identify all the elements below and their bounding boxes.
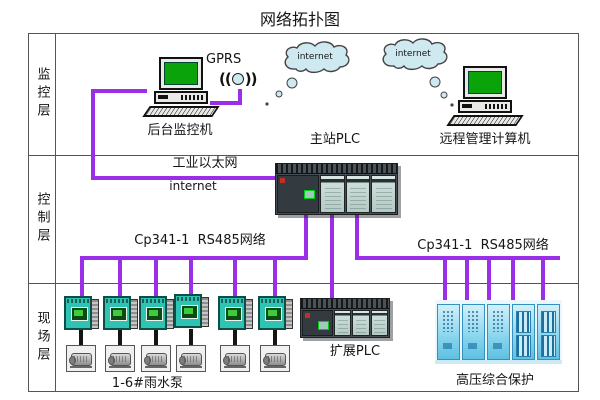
vfd-drive-1 bbox=[64, 296, 99, 332]
rs485-left-label: Cp341-1 RS485网络 bbox=[134, 233, 266, 248]
gprs-antenna-icon: (()) bbox=[219, 70, 257, 88]
plc-io-module bbox=[345, 175, 371, 213]
monitor-icon bbox=[159, 57, 203, 90]
pc-base bbox=[154, 91, 208, 104]
layer-column-divider bbox=[55, 33, 56, 392]
screen bbox=[468, 71, 502, 94]
cabinet-4 bbox=[512, 304, 535, 360]
plc-io-module bbox=[370, 310, 388, 336]
remote-pc-label: 远程管理计算机 bbox=[439, 132, 531, 147]
plc-io-module bbox=[320, 175, 345, 213]
vfd-drive-2 bbox=[103, 296, 138, 332]
backstage-pc bbox=[141, 57, 221, 117]
backstage-pc-label: 后台监控机 bbox=[147, 123, 213, 138]
vfd-display bbox=[71, 307, 88, 321]
cloud-left-label: internet bbox=[297, 52, 333, 62]
pump-motor-1 bbox=[66, 345, 96, 372]
vfd-display bbox=[146, 307, 163, 321]
layer-label-field: 现场层 bbox=[34, 311, 50, 365]
vfd-drive-3 bbox=[139, 296, 174, 332]
cabinet-1 bbox=[437, 304, 460, 360]
monitor-icon bbox=[463, 66, 507, 99]
plc-cpu-module bbox=[302, 310, 334, 336]
hv-protection-label: 高压综合保护 bbox=[455, 373, 534, 388]
vfd-drive-6 bbox=[258, 296, 293, 332]
keyboard-icon bbox=[142, 106, 220, 117]
layer-cell-monitoring: 监控层 bbox=[29, 34, 55, 154]
pump-motor-5 bbox=[220, 345, 250, 372]
vfd-drive-5 bbox=[218, 296, 253, 332]
cabinet-5 bbox=[537, 304, 560, 360]
rs485-right-label: Cp341-1 RS485网络 bbox=[417, 238, 549, 253]
plc-vents bbox=[276, 164, 397, 174]
plc-io-module bbox=[371, 175, 396, 213]
pump-motor-6 bbox=[260, 345, 290, 372]
cloud-right-label: internet bbox=[395, 49, 431, 59]
cabinet-2 bbox=[462, 304, 485, 360]
divider-monitoring-control bbox=[28, 155, 579, 156]
main-plc-label: 主站PLC bbox=[309, 132, 361, 147]
pump-motor-2 bbox=[105, 345, 135, 372]
remote-pc bbox=[445, 66, 525, 126]
vfd-display bbox=[225, 307, 242, 321]
cabinet-3 bbox=[487, 304, 510, 360]
main-plc-rack bbox=[275, 163, 398, 215]
plc-io-module bbox=[334, 310, 352, 336]
keyboard-icon bbox=[446, 115, 524, 126]
hv-protection-cabinets bbox=[435, 300, 562, 364]
plc-vents bbox=[301, 299, 389, 309]
divider-control-field bbox=[28, 283, 579, 284]
plc-io-module bbox=[352, 310, 370, 336]
plc-cpu-module bbox=[277, 175, 320, 213]
pump-motor-3 bbox=[141, 345, 171, 372]
pump-motor-4 bbox=[176, 345, 206, 372]
screen bbox=[164, 62, 198, 85]
ethernet-label-cn: 工业以太网 bbox=[172, 156, 238, 171]
layer-label-control: 控制层 bbox=[34, 192, 50, 246]
pc-base bbox=[458, 100, 512, 113]
layer-cell-control: 控制层 bbox=[29, 156, 55, 282]
layer-label-monitoring: 监控层 bbox=[34, 67, 50, 121]
diagram-title: 网络拓扑图 bbox=[259, 10, 340, 29]
vfd-drive-4 bbox=[174, 294, 209, 330]
diagram-frame bbox=[28, 33, 579, 392]
vfd-display bbox=[265, 307, 282, 321]
gprs-label: GPRS bbox=[206, 52, 242, 67]
vfd-display bbox=[181, 305, 198, 319]
pumps-label: 1-6#雨水泵 bbox=[111, 376, 184, 391]
expansion-plc-label: 扩展PLC bbox=[329, 344, 381, 359]
layer-cell-field: 现场层 bbox=[29, 284, 55, 392]
vfd-display bbox=[110, 307, 127, 321]
expansion-plc-rack bbox=[300, 298, 390, 338]
ethernet-label-en: internet bbox=[169, 179, 217, 193]
